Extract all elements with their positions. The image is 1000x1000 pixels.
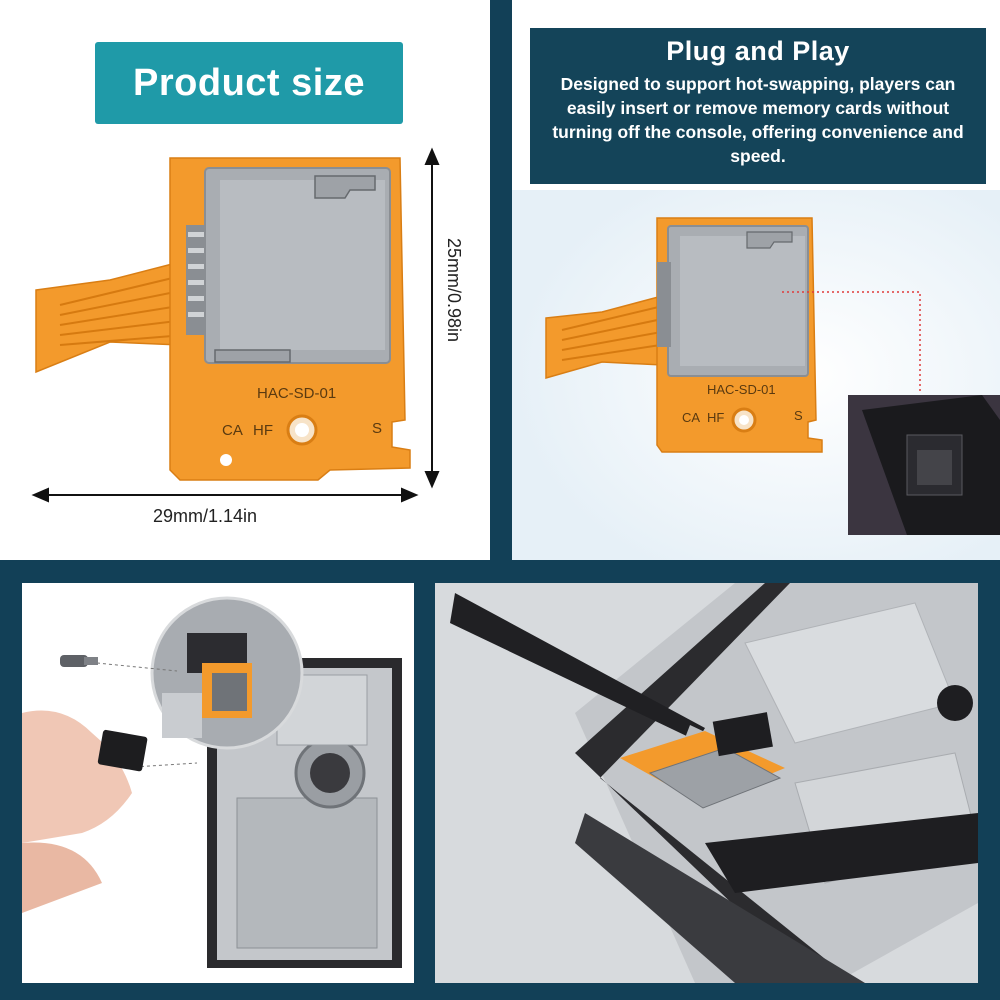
board-mark-s-2: S [794,408,803,423]
dimension-arrows [31,147,440,503]
plug-and-play-title: Plug and Play [666,36,850,66]
height-dimension-label: 25mm/0.98in [444,238,464,343]
installation-parts-photo [22,583,414,983]
board-mark-ca-2: CA [682,410,701,425]
tweezers [450,593,705,741]
plug-and-play-panel: Plug and Play Designed to support hot-sw… [512,0,1000,560]
screw-icon [60,655,98,667]
plug-and-play-box: Plug and Play Designed to support hot-sw… [530,28,986,184]
board-mark-ca: CA [222,422,243,439]
product-size-title: Product size [95,42,403,124]
tweezers-install-illustration [435,583,978,983]
plug-and-play-description: Designed to support hot-swapping, player… [552,74,964,166]
board-print: HAC-SD-01 [257,385,337,402]
hand [22,710,132,843]
console-internal-illustration [22,596,402,968]
board-mark-hf-2: HF [707,410,725,425]
installation-closeup-photo [435,583,978,983]
product-size-panel: Product size HAC-S [0,0,490,560]
foam-pad [97,729,148,772]
width-dimension-label: 29mm/1.14in [153,506,258,526]
board-mark-hf: HF [253,422,273,439]
board-mark-s: S [372,420,383,437]
board-print-2: HAC-SD-01 [707,382,776,397]
pointer-line [782,291,921,392]
board-with-console-detail [512,190,1000,560]
sd-board-diagram [31,147,440,503]
